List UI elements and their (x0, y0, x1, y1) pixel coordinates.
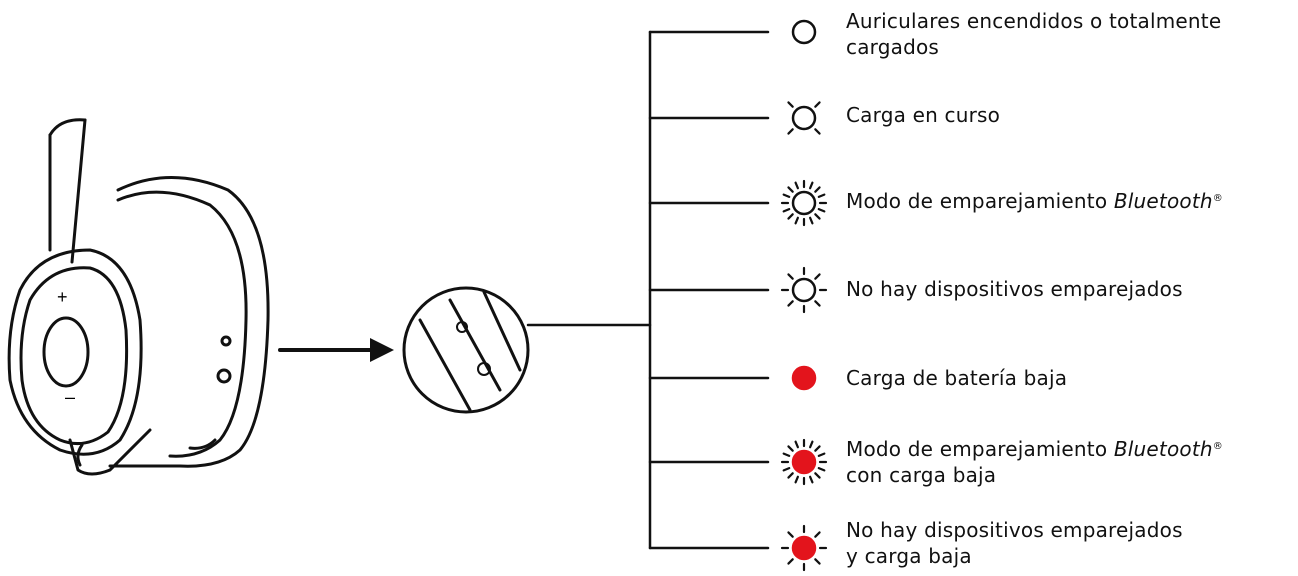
led-slow-blink-white-icon (780, 266, 828, 314)
led-label-0: Auriculares encendidos o totalmente carg… (846, 8, 1221, 60)
led-fast-blink-white-icon (780, 179, 828, 227)
led-label-2-text: Modo de emparejamiento (846, 189, 1114, 213)
volume-up-symbol: + (57, 287, 68, 307)
led-label-5: Modo de emparejamiento Bluetooth® con ca… (846, 436, 1223, 488)
led-label-4-text: Carga de batería baja (846, 366, 1068, 390)
led-label-6-line-1: No hay dispositivos emparejados (846, 518, 1183, 542)
volume-down-symbol: – (65, 387, 75, 407)
led-label-6-line-2: y carga baja (846, 544, 972, 568)
led-label-5-bluetooth: Bluetooth (1113, 437, 1213, 461)
led-label-2-registered: ® (1212, 193, 1223, 204)
led-label-3-text: No hay dispositivos emparejados (846, 277, 1183, 301)
led-label-0-line-2: cargados (846, 35, 940, 59)
led-label-1: Carga en curso (846, 102, 1000, 128)
headset-illustration (7, 118, 270, 476)
led-label-0-line-1: Auriculares encendidos o totalmente (846, 9, 1222, 33)
led-solid-red-icon (791, 365, 817, 391)
led-label-5-registered: ® (1212, 441, 1223, 452)
led-label-5-text: Modo de emparejamiento (846, 437, 1114, 461)
led-slow-blink-red-icon (780, 524, 828, 572)
led-label-5-line-2: con carga baja (846, 463, 997, 487)
led-solid-white-icon (791, 19, 817, 45)
led-label-3: No hay dispositivos emparejados (846, 276, 1183, 302)
led-fast-blink-red-icon (780, 438, 828, 486)
zoom-detail-circle (402, 286, 530, 414)
led-label-2-bluetooth: Bluetooth (1113, 189, 1213, 213)
led-label-6: No hay dispositivos emparejados y carga … (846, 517, 1183, 569)
led-label-4: Carga de batería baja (846, 365, 1067, 391)
connector-tree (526, 30, 770, 550)
led-label-2: Modo de emparejamiento Bluetooth® (846, 188, 1223, 214)
led-pulsing-white-icon (787, 101, 821, 135)
led-label-1-text: Carga en curso (846, 103, 1001, 127)
arrow-head (370, 338, 394, 362)
